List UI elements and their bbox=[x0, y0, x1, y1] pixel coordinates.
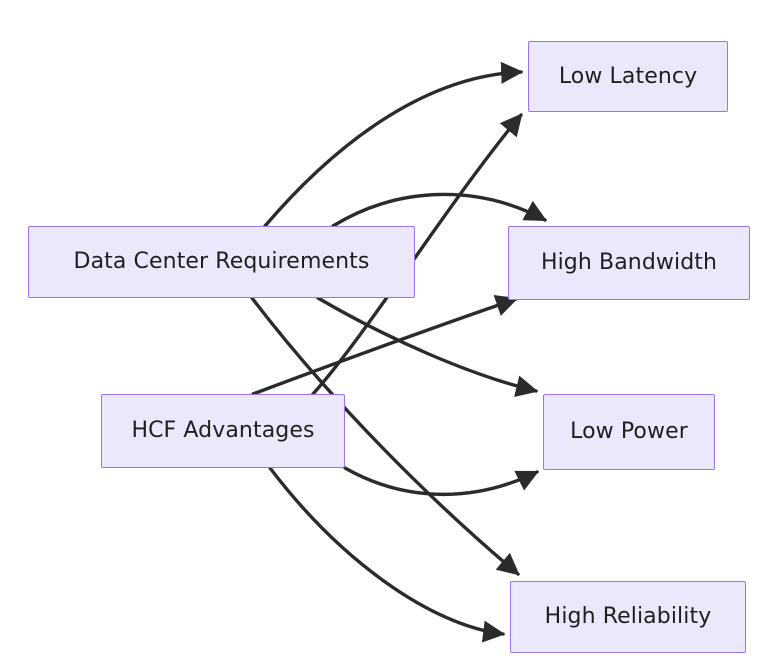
edge-dcr-to-high-bandwidth bbox=[331, 192, 547, 228]
node-high-bandwidth[interactable]: High Bandwidth bbox=[508, 226, 750, 300]
edge-dcr-to-high-reliability bbox=[250, 296, 520, 576]
edge-hcf-to-high-bandwidth bbox=[251, 294, 519, 396]
edge-dcr-to-low-power bbox=[316, 296, 539, 398]
node-data-center-requirements[interactable]: Data Center Requirements bbox=[28, 226, 415, 298]
edge-hcf-to-low-power bbox=[343, 466, 539, 496]
node-label: High Reliability bbox=[544, 604, 712, 629]
node-low-power[interactable]: Low Power bbox=[543, 394, 715, 470]
node-low-latency[interactable]: Low Latency bbox=[528, 41, 728, 112]
node-label: High Bandwidth bbox=[540, 250, 718, 275]
node-label: HCF Advantages bbox=[131, 418, 315, 443]
node-label: Low Latency bbox=[558, 63, 698, 89]
edge-dcr-to-low-latency bbox=[263, 61, 524, 228]
node-hcf-advantages[interactable]: HCF Advantages bbox=[101, 394, 345, 468]
edge-hcf-to-high-reliability bbox=[268, 466, 506, 643]
node-label: Low Power bbox=[570, 419, 688, 444]
node-high-reliability[interactable]: High Reliability bbox=[510, 581, 746, 653]
node-label: Data Center Requirements bbox=[73, 249, 370, 274]
